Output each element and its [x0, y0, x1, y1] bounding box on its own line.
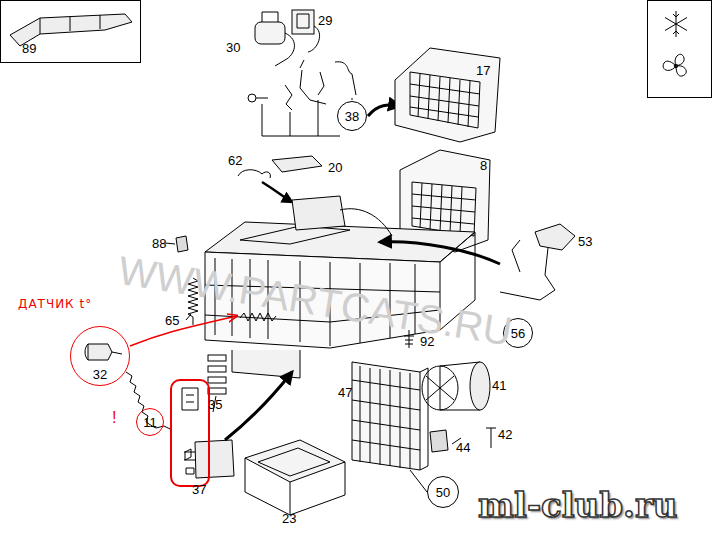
callout-number: 38	[345, 110, 359, 123]
callout-number: 62	[228, 154, 242, 167]
callout-number: 32	[93, 368, 107, 381]
callout-number: 20	[328, 161, 342, 174]
callout-circle: 11	[136, 408, 164, 436]
callout-number: 35	[208, 398, 222, 411]
callout-number: 47	[338, 386, 352, 399]
callout-number: 65	[165, 314, 179, 327]
callout-number: 8	[480, 159, 487, 172]
callout-number: 23	[282, 512, 296, 525]
callout-number: 89	[22, 42, 36, 55]
callout-circle: 50	[427, 476, 459, 508]
callout-number: 41	[492, 379, 506, 392]
handwritten-note: ДАТЧИК t°	[18, 298, 92, 310]
callout-number: 88	[152, 237, 166, 250]
callout-number: 17	[476, 64, 490, 77]
callout-number: 92	[420, 335, 434, 348]
callout-circle: 38	[337, 101, 367, 131]
handwritten-mark: !	[112, 410, 116, 426]
callout-number: 11	[143, 416, 157, 429]
site-logo: ml-club.ru	[478, 488, 678, 522]
callout-number: 30	[226, 41, 240, 54]
callout-number: 53	[578, 235, 592, 248]
callout-number: 50	[436, 486, 450, 499]
callout-number: 37	[192, 483, 206, 496]
sensor-circle: 32	[70, 326, 130, 386]
callout-number: 42	[498, 428, 512, 441]
callout-number: 29	[318, 14, 332, 27]
callout-number: 56	[511, 327, 525, 340]
callout-number: 44	[456, 441, 470, 454]
